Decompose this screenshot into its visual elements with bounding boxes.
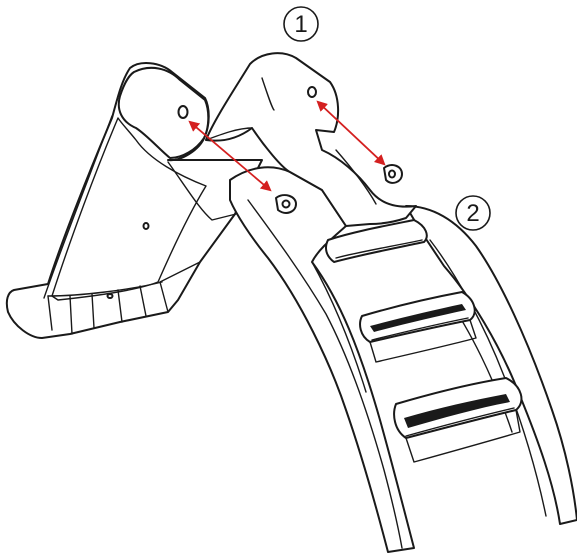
ladder-step-3: [393, 377, 523, 463]
slide-base: [47, 281, 169, 335]
callout-1: 1: [283, 6, 319, 42]
callout-2: 2: [455, 195, 491, 231]
ladder-right-rail: [405, 205, 577, 525]
ladder-left-rail: [229, 166, 415, 553]
assembly-arrows: [188, 100, 386, 192]
ladder-top-mount-hole: [307, 86, 317, 98]
slide-mount-hole: [177, 105, 189, 119]
ladder-step-1: [325, 219, 428, 263]
assembly-arrow-left: [188, 120, 272, 192]
callout-2-number: 2: [466, 200, 479, 227]
ladder-part: [205, 52, 577, 553]
assembly-arrow-right: [316, 100, 386, 166]
slide-top-cap: [117, 66, 210, 159]
slide-part: [5, 62, 263, 339]
slide-bed: [51, 117, 207, 301]
ladder-step-2: [359, 291, 477, 363]
callout-1-number: 1: [294, 11, 307, 38]
